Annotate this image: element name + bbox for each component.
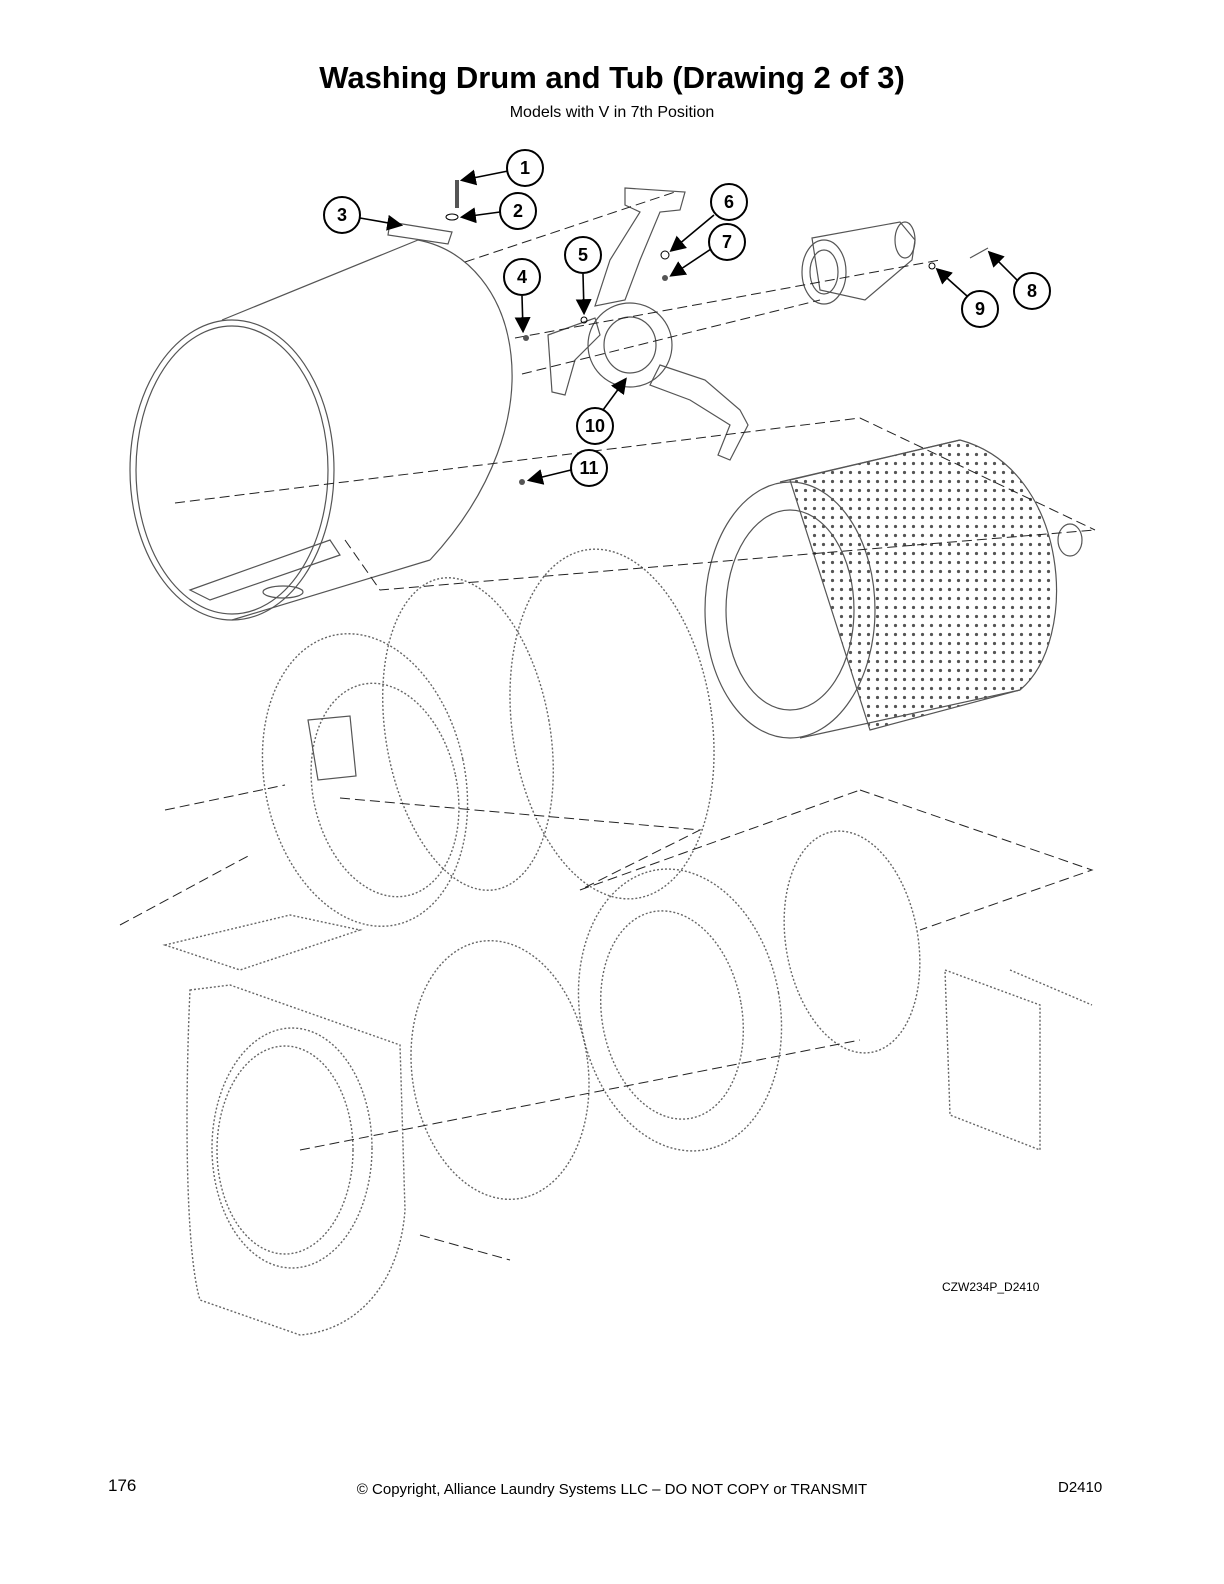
callout-7: 7 — [669, 223, 746, 277]
svg-text:7: 7 — [722, 232, 732, 252]
assembly-axis-lines — [119, 191, 1096, 1261]
svg-text:6: 6 — [724, 192, 734, 212]
front-tub-panel — [261, 633, 469, 927]
side-panel — [944, 968, 1093, 1152]
svg-text:9: 9 — [975, 299, 985, 319]
heater-element — [162, 914, 363, 971]
drawing-id: CZW234P_D2410 — [942, 1280, 1040, 1294]
callout-10: 10 — [576, 377, 627, 445]
fasteners — [445, 180, 989, 485]
door-gasket-rings — [382, 548, 921, 1201]
motor-pulley-assembly — [801, 221, 916, 305]
callout-5: 5 — [564, 236, 602, 316]
outer-tub-shell — [129, 221, 513, 621]
copyright-notice: © Copyright, Alliance Laundry Systems LL… — [356, 1481, 868, 1498]
svg-text:8: 8 — [1027, 281, 1037, 301]
callout-2: 2 — [459, 192, 537, 230]
front-panel — [186, 984, 406, 1336]
svg-text:11: 11 — [579, 458, 598, 478]
svg-text:3: 3 — [337, 205, 347, 225]
callout-3: 3 — [323, 196, 404, 234]
callout-4: 4 — [503, 258, 541, 334]
page-subtitle: Models with V in 7th Position — [509, 104, 715, 121]
perforated-inner-drum — [704, 439, 1083, 739]
svg-text:10: 10 — [585, 416, 605, 436]
svg-text:1: 1 — [520, 158, 530, 178]
document-code: D2410 — [1058, 1479, 1103, 1496]
callout-9: 9 — [935, 267, 999, 328]
rear-tub-ring — [577, 868, 783, 1152]
callout-1: 1 — [459, 149, 544, 187]
svg-text:5: 5 — [578, 245, 588, 265]
callout-11: 11 — [526, 449, 608, 487]
page-number: 176 — [108, 1476, 137, 1495]
callout-8: 8 — [987, 250, 1051, 310]
svg-text:4: 4 — [517, 267, 527, 287]
spider-bearing-housing — [547, 187, 749, 461]
svg-text:2: 2 — [513, 201, 523, 221]
callout-6: 6 — [669, 183, 748, 253]
page-title: Washing Drum and Tub (Drawing 2 of 3) — [319, 60, 905, 95]
